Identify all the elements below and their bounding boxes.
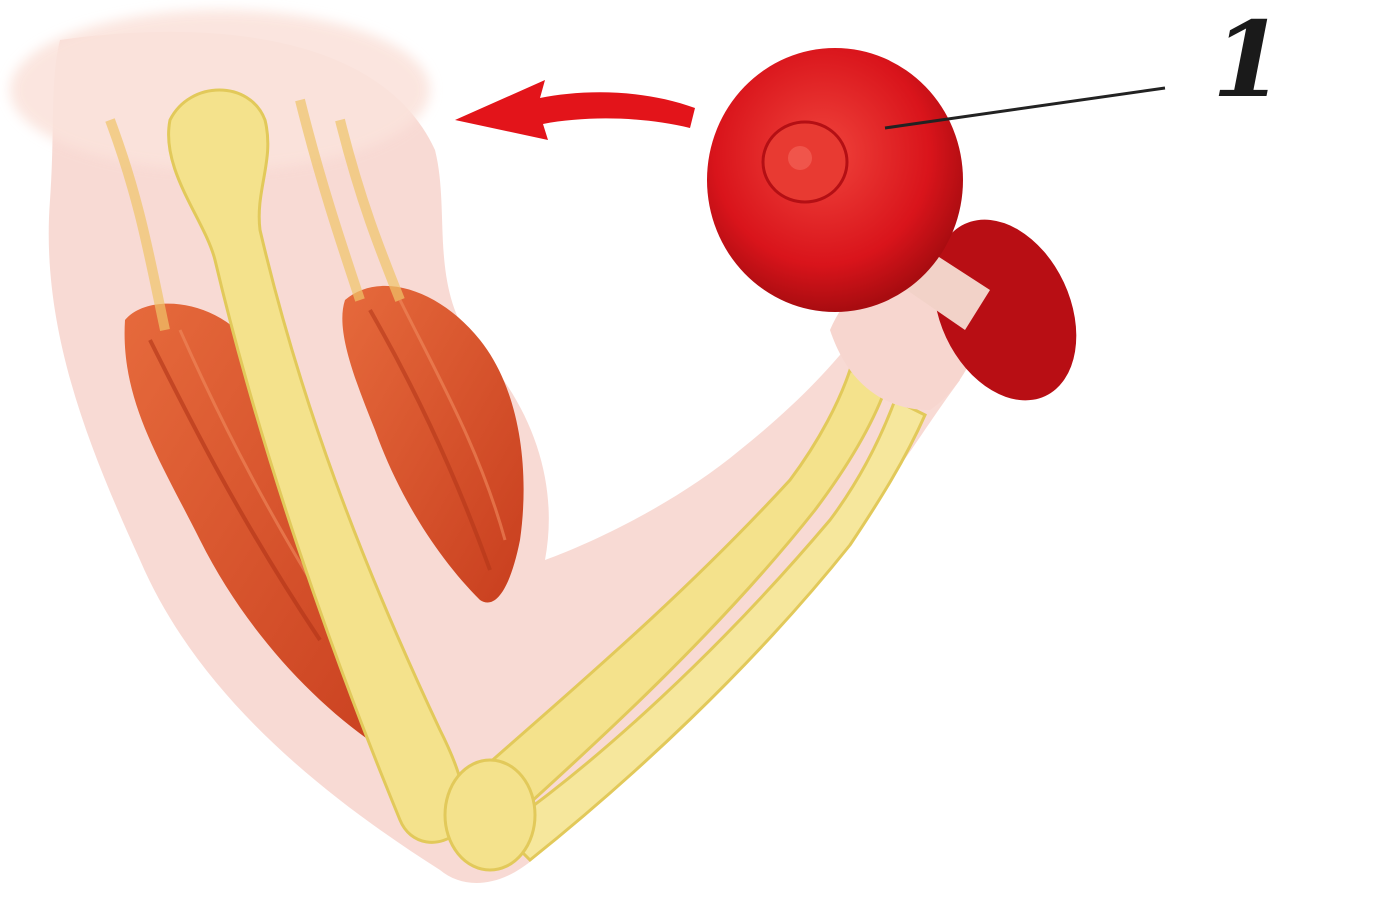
left-arrow-icon (455, 80, 695, 140)
callout-label: 1 (1212, 8, 1284, 112)
